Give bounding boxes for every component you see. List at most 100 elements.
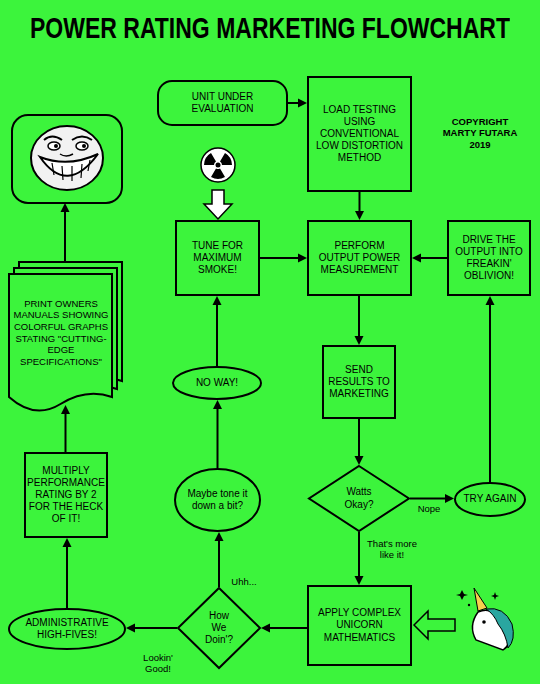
node-text: TRY AGAIN <box>464 493 517 505</box>
arrow-head <box>215 532 224 541</box>
radiation-blade <box>204 153 216 165</box>
troll-pupil <box>54 144 58 148</box>
node-text: ADMINISTRATIVE HIGH-FIVES! <box>16 617 118 641</box>
arrow-head <box>298 254 307 263</box>
flow-arrow <box>213 296 222 366</box>
node-text: PRINT OWNERS MANUALS SHOWING COLORFUL GR… <box>11 298 111 367</box>
arrow-line <box>218 541 220 587</box>
arrow-line <box>217 409 219 468</box>
process-box: LOAD TESTING USING CONVENTIONAL LOW DIST… <box>307 76 412 192</box>
troll-face <box>31 126 103 190</box>
oval-outline <box>175 469 260 531</box>
node-text: TUNE FOR MAXIMUM SMOKE! <box>181 240 254 277</box>
oval-outline <box>455 483 525 516</box>
troll-box <box>12 115 122 203</box>
unicorn-icon <box>456 588 513 650</box>
flow-arrow <box>288 99 307 108</box>
node-text: SEND RESULTS TO MARKETING <box>328 364 390 401</box>
node-text: APPLY COMPLEX UNICORN MATHEMATICS <box>315 607 404 644</box>
radiation-center <box>216 163 221 168</box>
arrow-head <box>355 576 364 585</box>
oval-node: Maybe tone it down a bit? <box>174 468 261 532</box>
flow-arrow <box>410 494 454 503</box>
arrow-line <box>489 305 491 482</box>
decision-diamond: Watts Okay? <box>308 465 410 532</box>
oval-node: NO WAY! <box>172 366 262 400</box>
flow-arrow <box>355 532 364 585</box>
arrow-line <box>216 305 218 366</box>
node-text: UNIT UNDER EVALUATION <box>175 91 270 115</box>
troll-eye <box>76 142 88 150</box>
arrow-head <box>63 538 72 547</box>
arrow-head <box>213 400 222 409</box>
radiation-disc <box>201 148 235 182</box>
arrow-line <box>64 212 66 262</box>
arrow-head <box>486 296 495 305</box>
process-box: TUNE FOR MAXIMUM SMOKE! <box>175 220 260 296</box>
troll-eye <box>48 142 60 150</box>
troll-brow <box>44 137 62 141</box>
copyright-note: COPYRIGHT MARTY FUTARA 2019 <box>440 116 520 150</box>
edge-label: That's more like it! <box>362 538 422 561</box>
node-text: MULTIPLY PERFORMANCE RATING BY 2 FOR THE… <box>27 465 105 526</box>
arrow-head <box>61 405 70 414</box>
arrow-head <box>213 296 222 305</box>
arrow-head <box>355 456 364 465</box>
process-box: SEND RESULTS TO MARKETING <box>322 345 396 419</box>
process-box: PERFORM OUTPUT POWER MEASUREMENT <box>307 220 412 296</box>
troll-teeth <box>52 160 90 181</box>
node-text: LOAD TESTING USING CONVENTIONAL LOW DIST… <box>313 104 406 165</box>
edge-label: Nope <box>414 503 444 514</box>
sparkle <box>468 604 470 606</box>
arrow-head <box>445 494 454 503</box>
diamond-outline <box>178 588 260 668</box>
process-box: DRIVE THE OUTPUT INTO FREAKIN' OBLIVION! <box>447 220 531 296</box>
arrow-line <box>65 414 67 452</box>
flow-arrow <box>486 296 495 482</box>
node-text: How We Doin'? <box>203 610 235 647</box>
arrow-head <box>412 254 421 263</box>
document-stack: PRINT OWNERS MANUALS SHOWING COLORFUL GR… <box>8 262 123 405</box>
hollow-arrow <box>204 190 232 219</box>
unicorn-horn <box>474 588 487 611</box>
flow-arrow <box>213 400 222 468</box>
troll-nose <box>60 154 73 156</box>
radiation-symbol <box>201 148 235 182</box>
process-box: APPLY COMPLEX UNICORN MATHEMATICS <box>307 585 412 666</box>
manual-to-troll-arrow <box>61 203 70 262</box>
diagram-title: POWER RATING MARKETING FLOWCHART <box>0 11 540 46</box>
unicorn-eye <box>482 620 486 624</box>
arrow-line <box>359 192 361 211</box>
node-text: DRIVE THE OUTPUT INTO FREAKIN' OBLIVION! <box>453 234 525 283</box>
arrow-line <box>358 296 360 336</box>
node-text: Maybe tone it down a bit? <box>184 488 251 512</box>
arrow-head <box>126 624 135 633</box>
arrow-head <box>298 99 307 108</box>
start-terminal: UNIT UNDER EVALUATION <box>157 80 288 126</box>
troll-pupil <box>82 144 86 148</box>
flow-arrow <box>215 532 224 587</box>
arrow-line <box>288 102 298 104</box>
radiation-blade <box>211 169 225 179</box>
page-outline <box>9 274 112 411</box>
edge-label: Uhh... <box>226 576 262 587</box>
oval-outline <box>9 609 125 649</box>
edge-label: Lookin' Good! <box>136 652 180 675</box>
flow-arrow <box>355 192 364 220</box>
flow-arrow <box>261 624 307 633</box>
troll-brow <box>72 137 92 141</box>
hollow-arrow <box>414 611 455 639</box>
arrow-line <box>421 257 447 259</box>
flow-arrow <box>260 254 307 263</box>
decision-diamond: How We Doin'? <box>177 587 261 669</box>
unicorn-mane <box>486 609 513 648</box>
arrow-line <box>270 627 307 629</box>
radiation-blade <box>220 153 232 165</box>
diamond-outline <box>309 466 409 531</box>
arrow-head <box>261 624 270 633</box>
flow-arrow <box>126 624 177 633</box>
node-text: NO WAY! <box>196 377 238 389</box>
arrow-line <box>358 419 360 456</box>
arrow-line <box>410 498 445 500</box>
